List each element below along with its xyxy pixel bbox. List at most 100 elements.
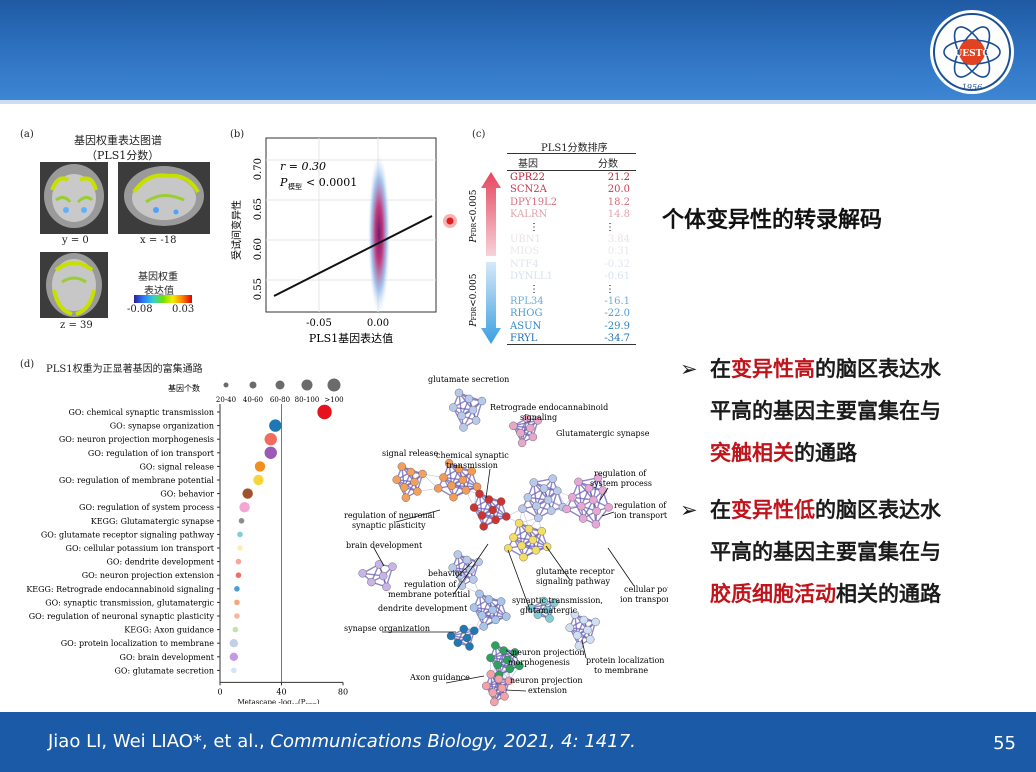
gene-score: 20.0 [607,184,630,196]
term-label: KEGG: Axon guidance [124,626,214,635]
network-node [547,506,556,515]
network-node [488,605,497,615]
network-node [519,552,528,562]
network-node [586,635,595,644]
enrichment-dot [317,404,332,420]
network-node [392,475,401,484]
size-legend-label: 40-60 [243,396,263,404]
y-axis-label: 受试间变异性 [230,200,243,260]
network-node [358,569,367,578]
network-callout-line [445,675,485,684]
network-node [592,506,601,516]
cbar-title-1: 基因权重 [138,272,178,283]
term-label: GO: neuron projection morphogenesis [59,435,214,444]
network-callout-line [395,509,441,523]
svg-text:UESTC: UESTC [954,49,989,59]
network-label: chemical synaptic [436,451,509,460]
network-label: signaling [520,413,557,422]
network-node [446,631,456,641]
network-node [499,646,509,655]
table-row: RPL34-16.1 [507,296,636,308]
network-node [503,655,512,665]
network-node [591,617,600,627]
network-node [562,504,571,514]
network-node [479,622,488,631]
network-node [410,477,419,487]
network-callout-line [581,639,587,659]
network-callout-line [453,543,489,595]
network-node [439,473,448,482]
network-node [517,541,526,550]
coord-x: x = -18 [140,235,177,246]
enrichment-dot [229,639,239,648]
footer-bar [0,712,1036,772]
enrichment-dot [269,419,282,432]
enrichment-dot [254,461,266,472]
network-node [528,432,538,442]
gene-name: DYNLL1 [510,271,554,283]
svg-text:1956: 1956 [962,83,982,92]
x-tick-label: 40 [276,687,286,696]
term-label: GO: dendrite development [107,558,215,567]
table-row: ASUN-29.9 [507,321,636,333]
arrow-up-icon [481,172,501,256]
header-divider [0,100,1036,104]
network-node [515,661,524,671]
enrichment-dot [238,518,245,524]
gene-name: RPL34 [510,296,544,307]
network-node [545,614,554,623]
panel-a-title: 基因权重表达图谱 [74,134,162,147]
size-legend-dot [223,382,229,388]
network-edge [458,468,478,488]
table-row: FRYL-34.7 [507,333,636,345]
enrichment-dot [242,488,253,499]
network-node [454,464,464,474]
network-node [493,660,502,670]
network-node [388,562,397,571]
network-node [477,396,487,406]
term-label: GO: regulation of ion transport [88,449,215,458]
network-node [490,697,499,707]
gene-score: 14.8 [607,209,630,221]
network-node [418,469,427,479]
network-callout-line [545,545,571,581]
network-node [465,642,474,651]
network-node [449,403,458,412]
panel-b-tag: (b) [230,129,245,140]
network-node [526,603,536,613]
panel-a-tag: (a) [20,129,34,140]
network-node [486,670,495,679]
ytick-4: 0.55 [253,278,264,300]
network-node [565,623,574,632]
term-label: GO: synaptic transmission, glutamatergic [45,598,214,607]
gene-score: -0.61 [604,271,630,283]
gene-name: MIOS [510,246,540,258]
network-node [401,493,411,502]
network-node [488,505,497,515]
network-node [469,575,478,584]
enrichment-dot [234,599,240,606]
network-node [481,681,491,691]
colorbar [134,295,192,303]
gene-name: DPY19L2 [510,196,558,208]
table-rule-mid [507,170,636,171]
network-node [475,589,484,599]
network-node [504,676,514,686]
term-label: KEGG: Retrograde endocannabinoid signali… [26,585,214,594]
network-node [459,423,468,432]
fdr-labels: PFDR<0.005 PFDR<0.005 [469,189,479,327]
term-label: GO: glutamate secretion [115,666,214,675]
enrichment-dot [253,474,264,486]
header-bar [0,0,1036,100]
network-node [464,394,474,404]
enrichment-dot [231,667,237,674]
term-label: GO: signal release [140,462,215,471]
laser-pointer-icon [443,214,457,228]
network-label: Glutamatergic synapse [556,429,650,438]
network-callout-line [373,547,385,567]
x-tick-label: 0 [217,687,222,696]
network-node [542,605,552,615]
